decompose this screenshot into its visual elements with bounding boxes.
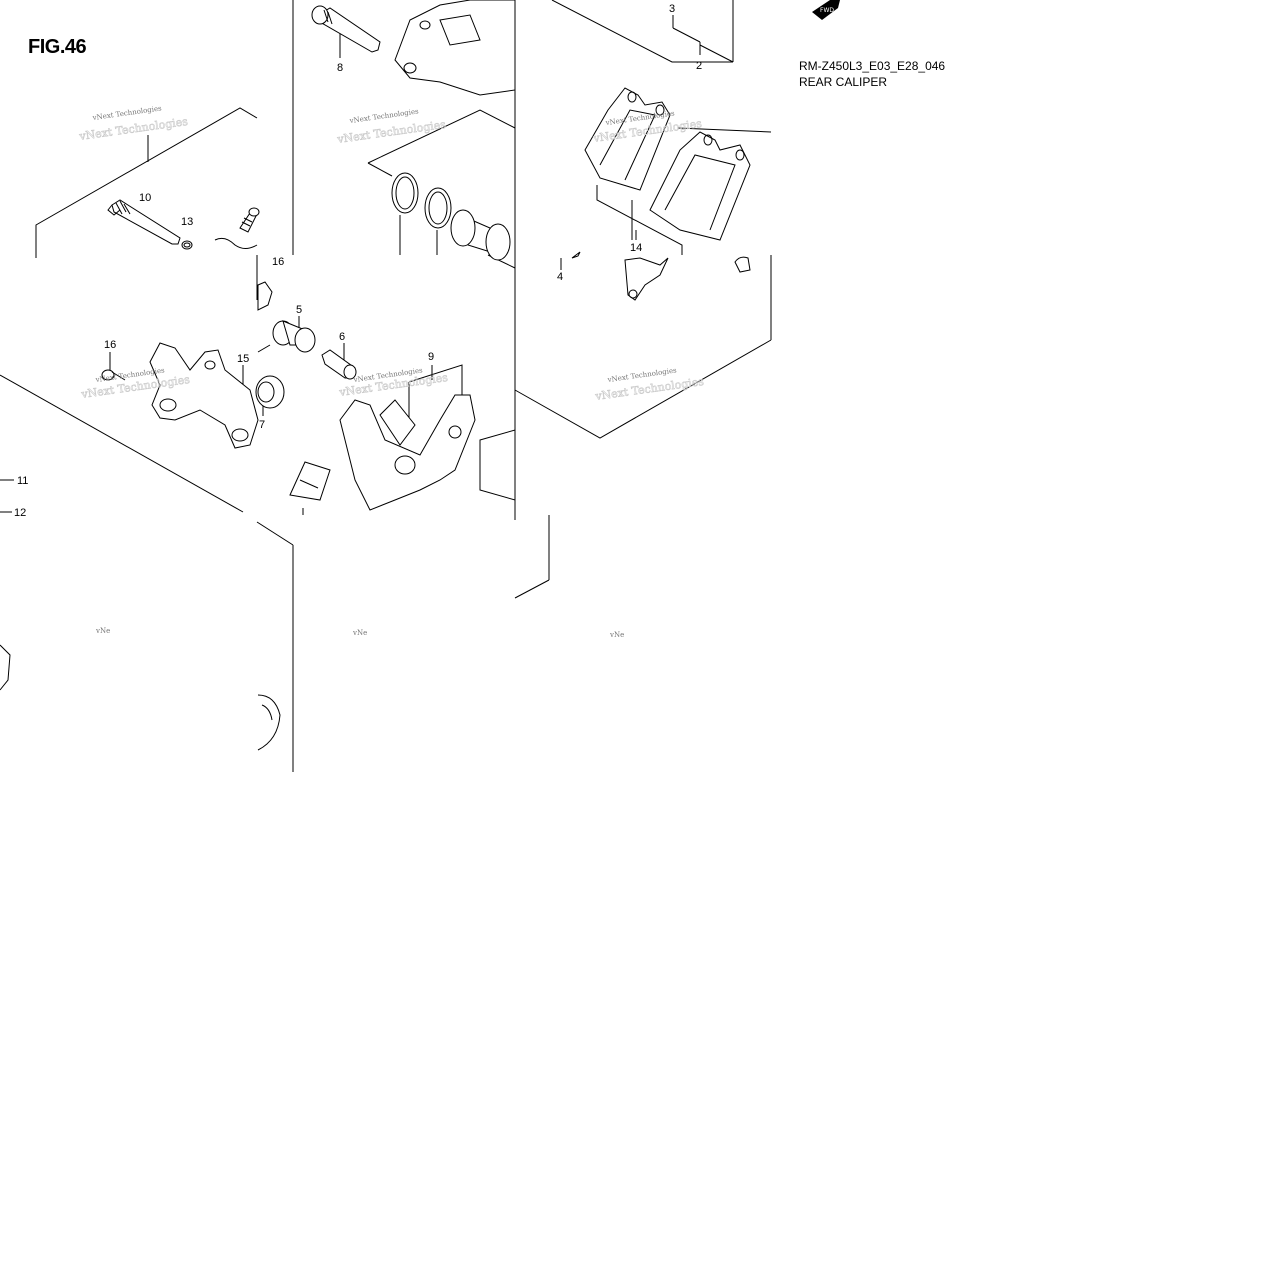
bracket-bolt-part xyxy=(101,369,126,381)
callout-11: 11 xyxy=(17,475,28,487)
watermark: vNe xyxy=(95,627,110,635)
callout-14: 14 xyxy=(630,242,642,254)
callout-2: 2 xyxy=(696,60,702,72)
tile-frame-lines xyxy=(256,0,772,772)
callout-8: 8 xyxy=(337,62,343,74)
piston-part xyxy=(450,209,511,261)
bleeder-valve-part xyxy=(214,207,260,249)
dust-seal-part xyxy=(424,187,452,229)
part-callouts: 2 3 4 5 6 7 8 9 10 11 12 13 14 15 16 16 xyxy=(14,3,702,519)
watermark: vNe xyxy=(352,629,367,637)
diagram-code: RM-Z450L3_E03_E28_046 xyxy=(799,59,946,73)
callout-16-partial: 16 xyxy=(272,256,284,268)
callout-5: 5 xyxy=(296,304,302,316)
caliper-pin-part xyxy=(311,5,381,53)
callout-15: 15 xyxy=(237,353,249,365)
callout-10: 10 xyxy=(139,192,151,204)
caliper-holder-part xyxy=(339,394,516,511)
callout-13: 13 xyxy=(181,216,193,228)
figure-title: FIG.46 xyxy=(28,36,87,58)
sleeve-part xyxy=(272,320,316,353)
clip-fragments xyxy=(0,251,751,751)
callout-7: 7 xyxy=(259,419,265,431)
pad-spring-part xyxy=(289,399,416,501)
slide-pin-part xyxy=(107,199,181,245)
callout-6: 6 xyxy=(339,331,345,343)
fwd-label: FWD xyxy=(820,7,834,14)
fwd-arrow-icon: FWD xyxy=(812,0,840,20)
brake-pad-left-part xyxy=(584,87,671,191)
slide-bolt-part xyxy=(321,349,357,380)
callout-9: 9 xyxy=(428,351,434,363)
boot-part xyxy=(255,375,285,409)
o-ring-part xyxy=(181,240,193,250)
callout-12: 12 xyxy=(14,507,26,519)
brake-pad-right-part xyxy=(649,131,751,241)
piston-seal-part xyxy=(391,172,419,214)
callout-16: 16 xyxy=(104,339,116,351)
diagram-caption: REAR CALIPER xyxy=(799,75,888,89)
caliper-body-part xyxy=(394,0,516,96)
caliper-bracket-part xyxy=(149,342,259,449)
callout-4: 4 xyxy=(557,271,563,283)
callout-3: 3 xyxy=(669,3,675,15)
watermark: vNe xyxy=(609,631,624,639)
